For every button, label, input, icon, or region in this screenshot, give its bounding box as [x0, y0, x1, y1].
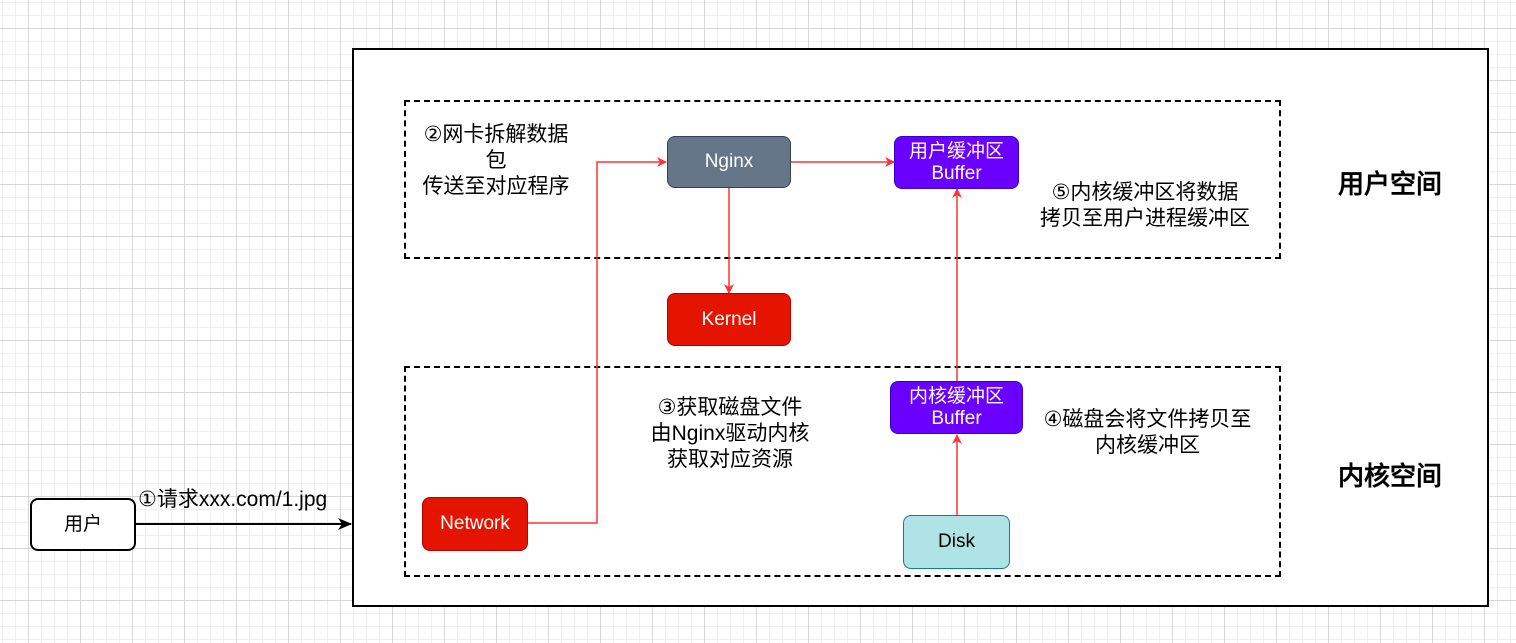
- step5-line: 拷贝至用户进程缓冲区: [1040, 207, 1250, 230]
- user-buffer-sublabel: Buffer: [931, 162, 982, 184]
- step3-line: ③获取磁盘文件: [657, 396, 803, 419]
- request-label: ①请求xxx.com/1.jpg: [138, 488, 328, 511]
- step2-line: 传送至对应程序: [422, 175, 570, 198]
- step4-line: ④磁盘会将文件拷贝至: [1043, 408, 1252, 431]
- step3-line: 由Nginx驱动内核: [650, 422, 810, 445]
- step4-line: 内核缓冲区: [1095, 434, 1200, 457]
- user-space-title: 用户空间: [1338, 169, 1443, 199]
- user-buffer-label: 用户缓冲区: [908, 140, 1004, 162]
- kernel-space-title: 内核空间: [1338, 461, 1443, 491]
- step4-annotation: ④磁盘会将文件拷贝至 内核缓冲区: [1025, 407, 1270, 459]
- step3-line: 获取对应资源: [667, 448, 793, 471]
- step5-annotation: ⑤内核缓冲区将数据 拷贝至用户进程缓冲区: [1020, 180, 1270, 232]
- user-space-zone: [404, 100, 1281, 259]
- kernel-node[interactable]: Kernel: [667, 293, 791, 346]
- step2-line: ②网卡拆解数据: [423, 123, 569, 146]
- nginx-node[interactable]: Nginx: [667, 136, 791, 188]
- step2-annotation: ②网卡拆解数据 包 传送至对应程序: [410, 122, 582, 200]
- network-to-nginx-arrow: [528, 157, 667, 524]
- step2-line: 包: [485, 149, 507, 172]
- kernel-buffer-label: 内核缓冲区: [908, 385, 1004, 407]
- user-node[interactable]: 用户: [30, 498, 136, 551]
- network-node[interactable]: Network: [422, 497, 528, 551]
- disk-label: Disk: [938, 531, 975, 552]
- kernel-label: Kernel: [701, 308, 757, 330]
- network-label: Network: [440, 513, 510, 534]
- step3-annotation: ③获取磁盘文件 由Nginx驱动内核 获取对应资源: [620, 395, 840, 473]
- kernel-buffer-sublabel: Buffer: [931, 407, 982, 429]
- disk-node[interactable]: Disk: [903, 515, 1010, 569]
- kernel-space-zone: [404, 366, 1281, 577]
- user-node-label: 用户: [63, 513, 102, 535]
- nginx-label: Nginx: [704, 151, 754, 172]
- step5-line: ⑤内核缓冲区将数据: [1051, 181, 1239, 204]
